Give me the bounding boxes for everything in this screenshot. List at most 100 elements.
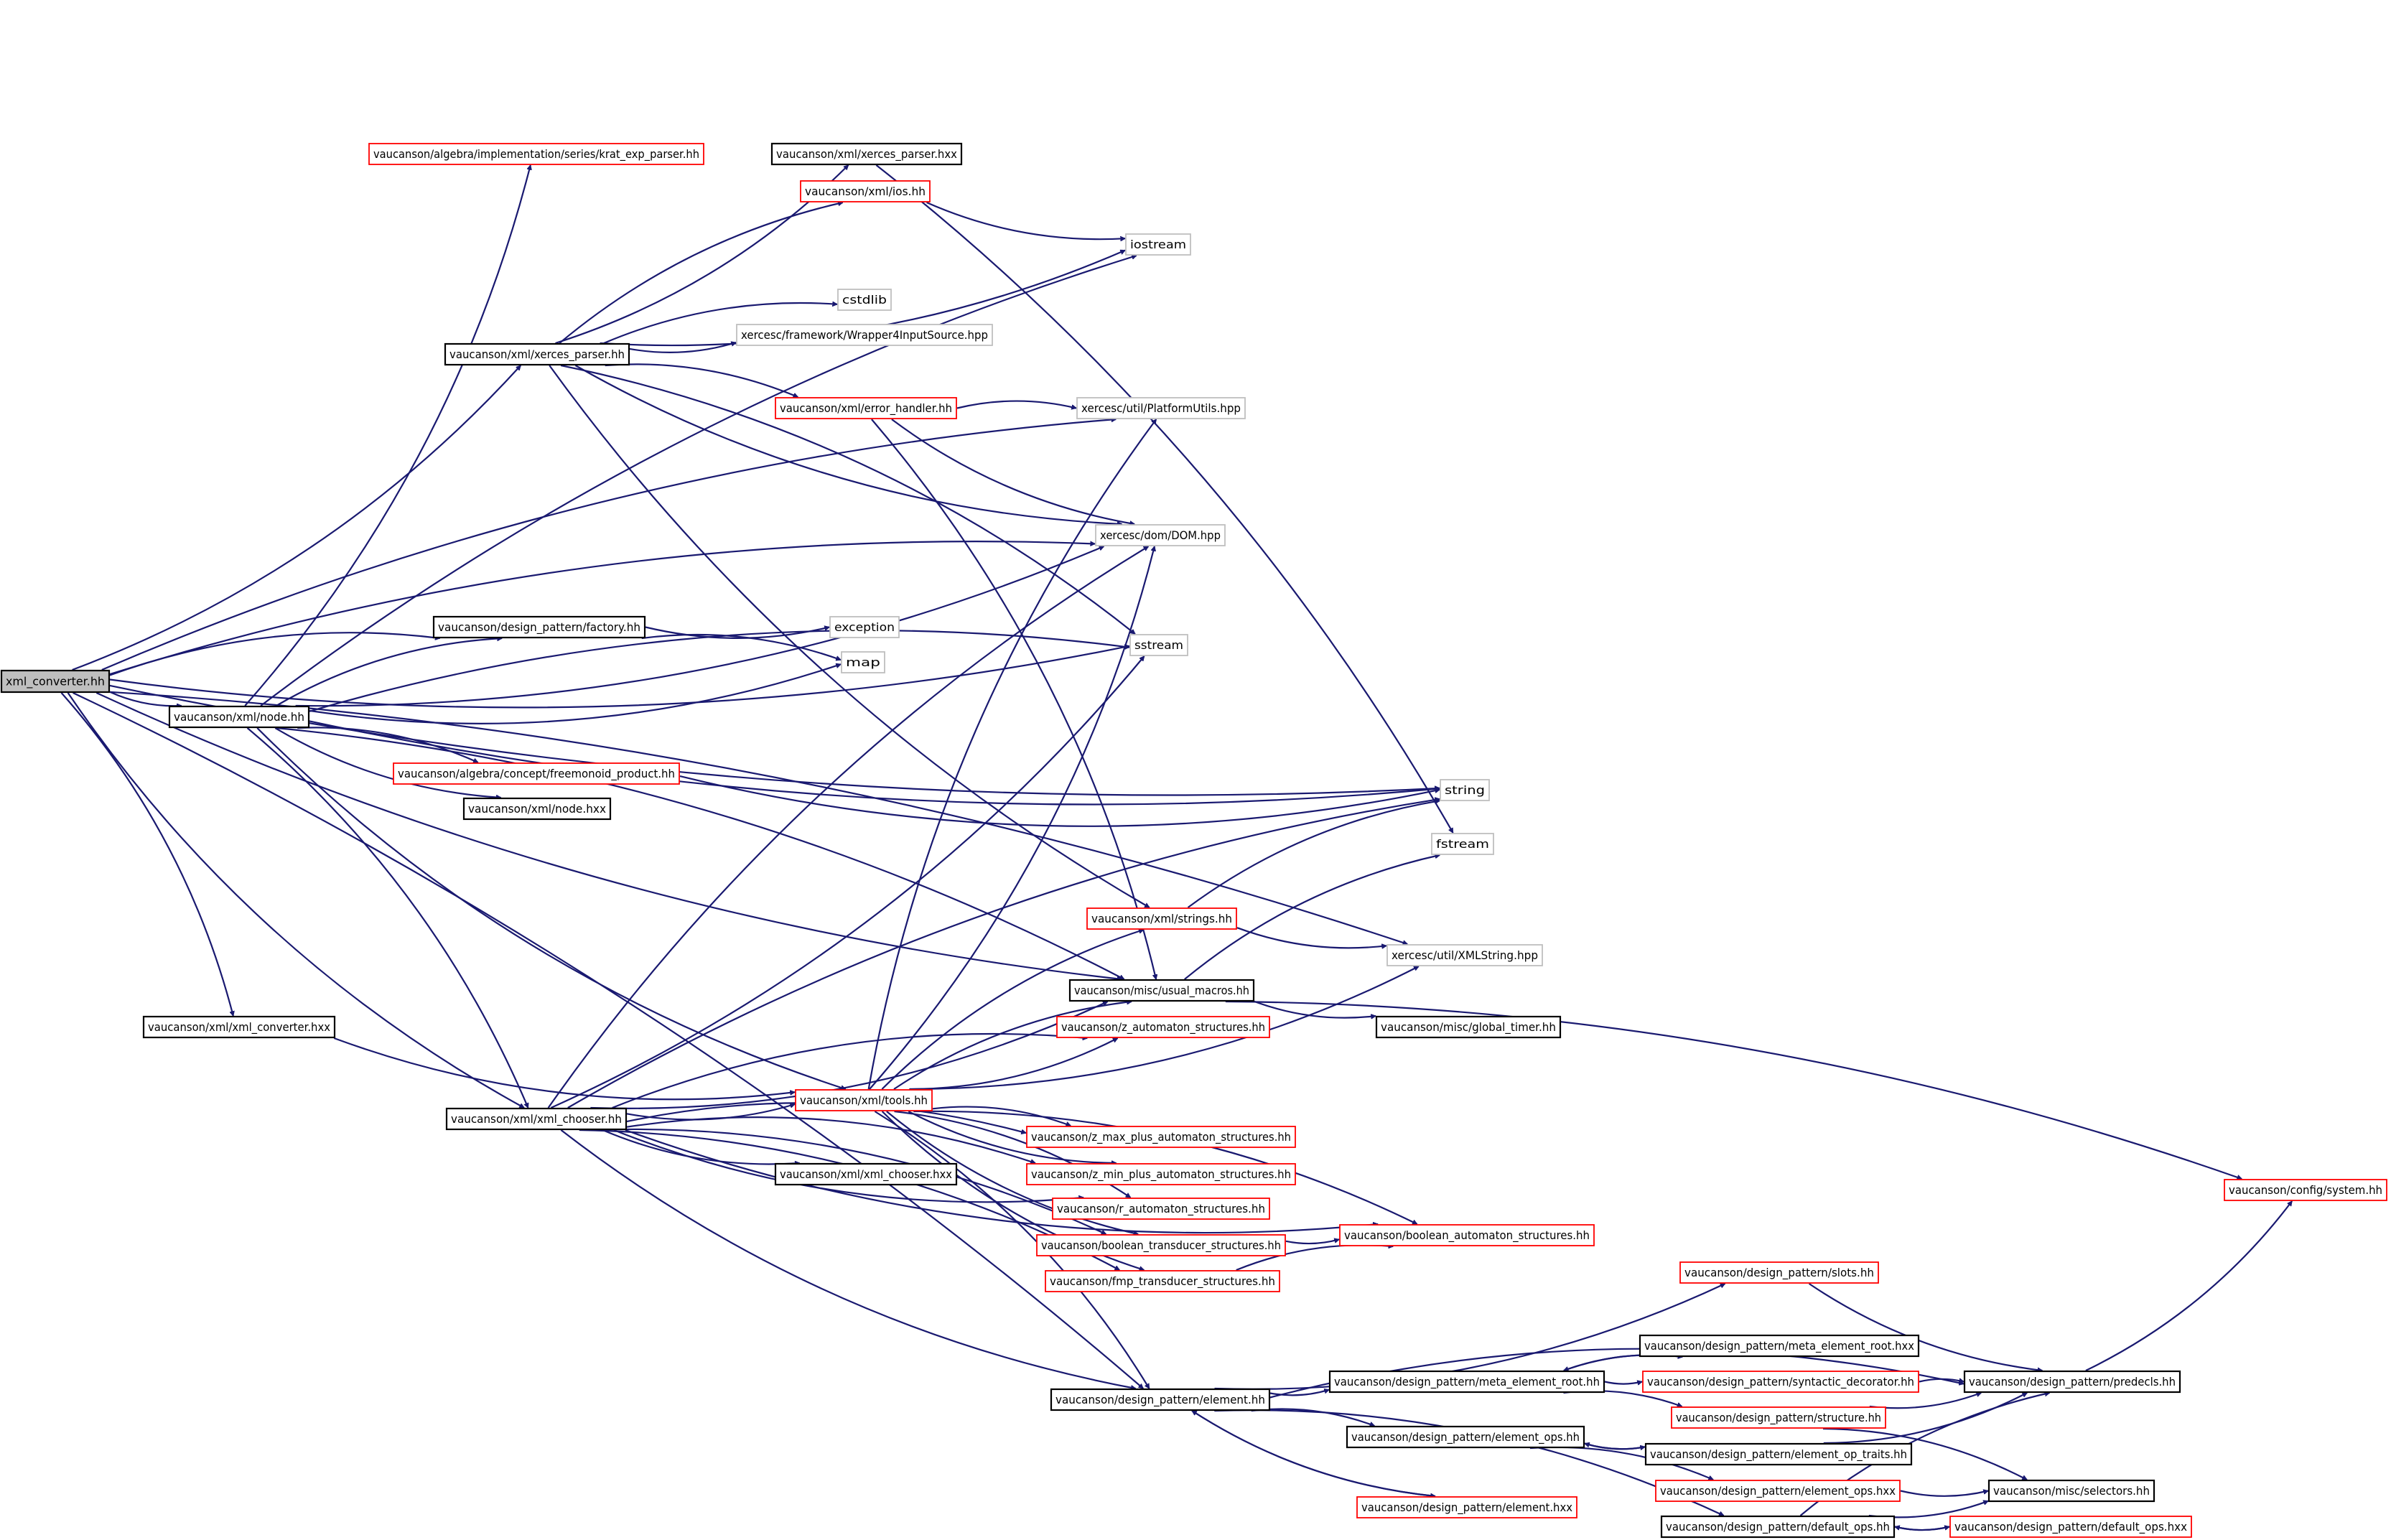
node-xml-chooser-hh[interactable]: vaucanson/xml/xml_chooser.hh: [445, 1107, 628, 1131]
node-label-map: map: [846, 655, 880, 669]
edge-node-hh-to-sstream: [309, 630, 1129, 712]
node-fstream[interactable]: fstream: [1431, 833, 1494, 855]
node-cstdlib[interactable]: cstdlib: [837, 289, 892, 311]
edge-usual-macros-hh-to-fstream: [1184, 855, 1440, 980]
node-box-z-min-plus-hh: [1026, 1163, 1296, 1185]
node-box-xmlstring: [1386, 944, 1543, 966]
node-element-hxx[interactable]: vaucanson/design_pattern/element.hxx: [1356, 1496, 1577, 1518]
edge-element-ops-hxx-to-selectors-hh: [1900, 1491, 1988, 1497]
node-syntactic-decorator-hh[interactable]: vaucanson/design_pattern/syntactic_decor…: [1642, 1371, 1919, 1393]
node-ios-hh[interactable]: vaucanson/xml/ios.hh: [800, 180, 931, 202]
node-box-usual-macros-hh: [1068, 979, 1255, 1002]
node-label-element-hh: vaucanson/design_pattern/element.hh: [1055, 1393, 1265, 1407]
node-global-timer-hh[interactable]: vaucanson/misc/global_timer.hh: [1375, 1015, 1562, 1039]
node-dom-hpp[interactable]: xercesc/dom/DOM.hpp: [1095, 524, 1226, 546]
node-xmlstring[interactable]: xercesc/util/XMLString.hpp: [1386, 944, 1543, 966]
node-strings-hh[interactable]: vaucanson/xml/strings.hh: [1086, 907, 1237, 930]
node-system-hh[interactable]: vaucanson/config/system.hh: [2224, 1179, 2387, 1201]
node-selectors-hh[interactable]: vaucanson/misc/selectors.hh: [1987, 1479, 2155, 1503]
node-default-ops-hxx[interactable]: vaucanson/design_pattern/default_ops.hxx: [1949, 1516, 2192, 1538]
node-label-node-hxx: vaucanson/xml/node.hxx: [468, 802, 606, 816]
node-node-hh[interactable]: vaucanson/xml/node.hh: [168, 705, 310, 729]
edge-default-ops-hh-to-selectors-hh: [1868, 1501, 1988, 1518]
node-boolean-transducer-hh[interactable]: vaucanson/boolean_transducer_structures.…: [1036, 1234, 1286, 1256]
node-fmp-transducer-hh[interactable]: vaucanson/fmp_transducer_structures.hh: [1045, 1270, 1280, 1292]
node-box-xml-converter-hxx: [142, 1015, 336, 1039]
node-boolean-automaton-hh[interactable]: vaucanson/boolean_automaton_structures.h…: [1339, 1224, 1595, 1246]
node-box-element-ops-hxx: [1655, 1480, 1901, 1502]
edge-usual-macros-hh-to-system-hh: [1225, 1000, 2242, 1179]
node-label-string: string: [1445, 783, 1485, 797]
edge-node-hh-to-node-hxx: [274, 727, 500, 798]
edge-meta-element-root-hh-to-syntactic-decorator-hh: [1604, 1382, 1642, 1384]
node-xerces-parser-hxx[interactable]: vaucanson/xml/xerces_parser.hxx: [770, 142, 963, 166]
node-label-structure-hh: vaucanson/design_pattern/structure.hh: [1676, 1411, 1881, 1425]
edge-error-handler-hh-to-dom-hpp: [891, 419, 1134, 524]
edge-boolean-transducer-hh-to-boolean-automaton-hh: [1285, 1239, 1339, 1245]
edge-factory-hh-to-map: [641, 633, 841, 660]
node-structure-hh[interactable]: vaucanson/design_pattern/structure.hh: [1671, 1406, 1886, 1429]
node-iostream[interactable]: iostream: [1125, 233, 1191, 256]
node-slots-hh[interactable]: vaucanson/design_pattern/slots.hh: [1679, 1261, 1879, 1284]
node-error-handler-hh[interactable]: vaucanson/xml/error_handler.hh: [775, 397, 957, 419]
node-r-automaton-structures-hh[interactable]: vaucanson/r_automaton_structures.hh: [1052, 1198, 1270, 1220]
node-platformutils[interactable]: xercesc/util/PlatformUtils.hpp: [1076, 397, 1246, 419]
edge-predecls-hh-to-system-hh: [2085, 1201, 2293, 1371]
edge-xml-chooser-hh-to-boolean-automaton-hh: [625, 1129, 1378, 1234]
node-element-ops-hh[interactable]: vaucanson/design_pattern/element_ops.hh: [1346, 1425, 1585, 1449]
node-element-ops-hxx[interactable]: vaucanson/design_pattern/element_ops.hxx: [1655, 1480, 1901, 1502]
node-label-xerces-parser-hh: vaucanson/xml/xerces_parser.hh: [449, 347, 625, 362]
node-default-ops-hh[interactable]: vaucanson/design_pattern/default_ops.hh: [1660, 1515, 1896, 1539]
edge-tools-hh-to-boolean-transducer-hh: [886, 1111, 1138, 1234]
edge-xml-converter-hh-to-sstream: [109, 646, 1129, 709]
node-label-xml-chooser-hh: vaucanson/xml/xml_chooser.hh: [451, 1112, 622, 1126]
node-freemonoid-product-hh[interactable]: vaucanson/algebra/concept/freemonoid_pro…: [393, 762, 680, 785]
node-box-exception: [829, 616, 900, 638]
node-z-min-plus-hh[interactable]: vaucanson/z_min_plus_automaton_structure…: [1026, 1163, 1296, 1185]
node-meta-element-root-hxx[interactable]: vaucanson/design_pattern/meta_element_ro…: [1639, 1334, 1920, 1358]
node-meta-element-root-hh[interactable]: vaucanson/design_pattern/meta_element_ro…: [1328, 1370, 1605, 1394]
node-exception[interactable]: exception: [829, 616, 900, 638]
edges-layer: [60, 165, 2293, 1531]
edge-node-hh-to-xml-chooser-hh: [246, 727, 529, 1108]
edge-error-handler-hh-to-platformutils: [956, 400, 1076, 409]
node-string[interactable]: string: [1440, 779, 1490, 801]
node-tools-hh[interactable]: vaucanson/xml/tools.hh: [795, 1089, 933, 1111]
node-box-platformutils: [1076, 397, 1246, 419]
node-z-max-plus-hh[interactable]: vaucanson/z_max_plus_automaton_structure…: [1026, 1126, 1296, 1148]
node-element-op-traits-hh[interactable]: vaucanson/design_pattern/element_op_trai…: [1644, 1442, 1913, 1466]
node-map[interactable]: map: [841, 651, 885, 673]
edge-xml-chooser-hh-to-z-min-plus-hh: [626, 1116, 1035, 1163]
edge-tools-hh-to-z-automaton-structures-hh: [909, 1037, 1117, 1091]
edge-element-hh-to-slots-hh: [1214, 1283, 1725, 1390]
node-element-hh[interactable]: vaucanson/design_pattern/element.hh: [1050, 1388, 1271, 1411]
node-box-xml-converter-hh: [0, 669, 111, 694]
node-factory-hh[interactable]: vaucanson/design_pattern/factory.hh: [432, 615, 646, 639]
node-box-cstdlib: [837, 289, 892, 311]
node-xerces-parser-hh[interactable]: vaucanson/xml/xerces_parser.hh: [444, 342, 630, 366]
node-sstream[interactable]: sstream: [1129, 634, 1188, 656]
node-label-syntactic-decorator-hh: vaucanson/design_pattern/syntactic_decor…: [1647, 1375, 1914, 1389]
edge-xml-chooser-hh-to-r-automaton-structures-hh: [613, 1129, 1083, 1203]
node-usual-macros-hh[interactable]: vaucanson/misc/usual_macros.hh: [1068, 979, 1255, 1002]
edge-xml-chooser-hh-to-usual-macros-hh: [590, 1001, 1107, 1109]
node-predecls-hh[interactable]: vaucanson/design_pattern/predecls.hh: [1963, 1370, 2181, 1394]
node-z-automaton-structures-hh[interactable]: vaucanson/z_automaton_structures.hh: [1056, 1016, 1270, 1038]
node-krat-exp-parser-hh[interactable]: vaucanson/algebra/implementation/series/…: [368, 143, 704, 165]
edge-xml-chooser-hh-to-string: [567, 799, 1440, 1109]
edge-tools-hh-to-strings-hh: [881, 930, 1143, 1090]
node-label-fmp-transducer-hh: vaucanson/fmp_transducer_structures.hh: [1050, 1274, 1275, 1289]
node-xml-chooser-hxx[interactable]: vaucanson/xml/xml_chooser.hxx: [774, 1162, 958, 1186]
node-label-predecls-hh: vaucanson/design_pattern/predecls.hh: [1969, 1375, 2176, 1389]
node-xml-converter-hxx[interactable]: vaucanson/xml/xml_converter.hxx: [142, 1015, 336, 1039]
edge-xml-converter-hh-to-factory-hh: [109, 632, 440, 676]
node-label-factory-hh: vaucanson/design_pattern/factory.hh: [438, 620, 640, 635]
node-node-hxx[interactable]: vaucanson/xml/node.hxx: [462, 797, 612, 821]
node-wrapper4input[interactable]: xercesc/framework/Wrapper4InputSource.hp…: [736, 324, 993, 346]
node-box-system-hh: [2224, 1179, 2387, 1201]
node-box-krat-exp-parser-hh: [368, 143, 704, 165]
edge-element-hh-to-meta-element-root-hh: [1269, 1390, 1329, 1396]
edge-xml-converter-hh-to-xmlstring: [109, 691, 1407, 944]
node-box-string: [1440, 779, 1490, 801]
node-label-xml-chooser-hxx: vaucanson/xml/xml_chooser.hxx: [780, 1167, 952, 1182]
